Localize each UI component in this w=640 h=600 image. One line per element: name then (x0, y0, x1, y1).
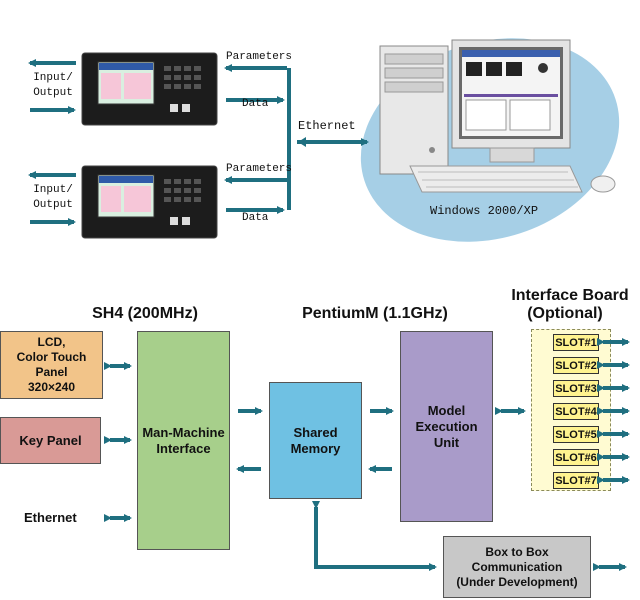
slot-7: SLOT#7 (553, 472, 599, 489)
io-label-1-line1: Input/ (33, 72, 73, 84)
lcd-line3: 320×240 (27, 380, 76, 394)
slot-1: SLOT#1 (553, 334, 599, 351)
mmi-line1: Man-Machine (142, 424, 225, 440)
io-label-2-line1: Input/ (33, 184, 73, 196)
io-label-1: Input/ Output (33, 71, 73, 101)
keyboard-icon (409, 165, 583, 193)
box-line1: Box to Box (485, 544, 549, 559)
pc-tower-icon (379, 45, 449, 175)
shared-line1: Shared (293, 424, 338, 440)
data-label-2: Data (242, 212, 269, 224)
pentium-title: PentiumM (1.1GHz) (302, 305, 448, 322)
key-panel-label: Key Panel (19, 433, 82, 448)
controller-unit-1-icon (81, 52, 218, 126)
io-label-2-line2: Output (33, 199, 73, 211)
system-illustration (28, 38, 620, 242)
io-label-2: Input/ Output (33, 183, 73, 213)
os-label: Windows 2000/XP (430, 204, 539, 218)
ethernet-port-label: Ethernet (24, 510, 77, 525)
mouse-icon (590, 175, 616, 193)
interface-board-optional: (Optional) (527, 305, 603, 322)
interface-board-title: Interface Board (511, 287, 629, 304)
shared-box-arrow (312, 501, 437, 571)
mmi-line2: Interface (156, 440, 211, 456)
lcd-line1: LCD, (37, 335, 66, 349)
shared-memory-box: Shared Memory (269, 382, 362, 499)
slot-4: SLOT#4 (553, 403, 599, 420)
model-line1: Model (427, 402, 466, 418)
shared-line2: Memory (290, 440, 341, 456)
monitor-icon (451, 39, 571, 163)
box-line3: (Under Development) (456, 574, 578, 589)
parameters-label-2: Parameters (226, 163, 293, 175)
model-line3: Unit (433, 434, 460, 450)
man-machine-interface-box: Man-Machine Interface (137, 331, 230, 550)
parameters-label-1: Parameters (226, 51, 293, 63)
sh4-title: SH4 (200MHz) (92, 305, 198, 322)
box-line2: Communication (471, 559, 563, 574)
architecture-arrows (104, 338, 630, 571)
lcd-line2: Color Touch Panel (16, 350, 87, 379)
ethernet-label: Ethernet (298, 119, 356, 133)
model-line2: Execution (415, 418, 478, 434)
controller-unit-2-icon (81, 165, 218, 239)
io-label-1-line2: Output (33, 87, 73, 99)
key-panel-box: Key Panel (0, 417, 101, 464)
data-label-1: Data (242, 98, 269, 110)
lcd-panel-box: LCD, Color Touch Panel 320×240 (0, 331, 103, 399)
slot-2: SLOT#2 (553, 357, 599, 374)
box-to-box-communication-box: Box to Box Communication (Under Developm… (443, 536, 591, 598)
model-execution-unit-box: Model Execution Unit (400, 331, 493, 522)
